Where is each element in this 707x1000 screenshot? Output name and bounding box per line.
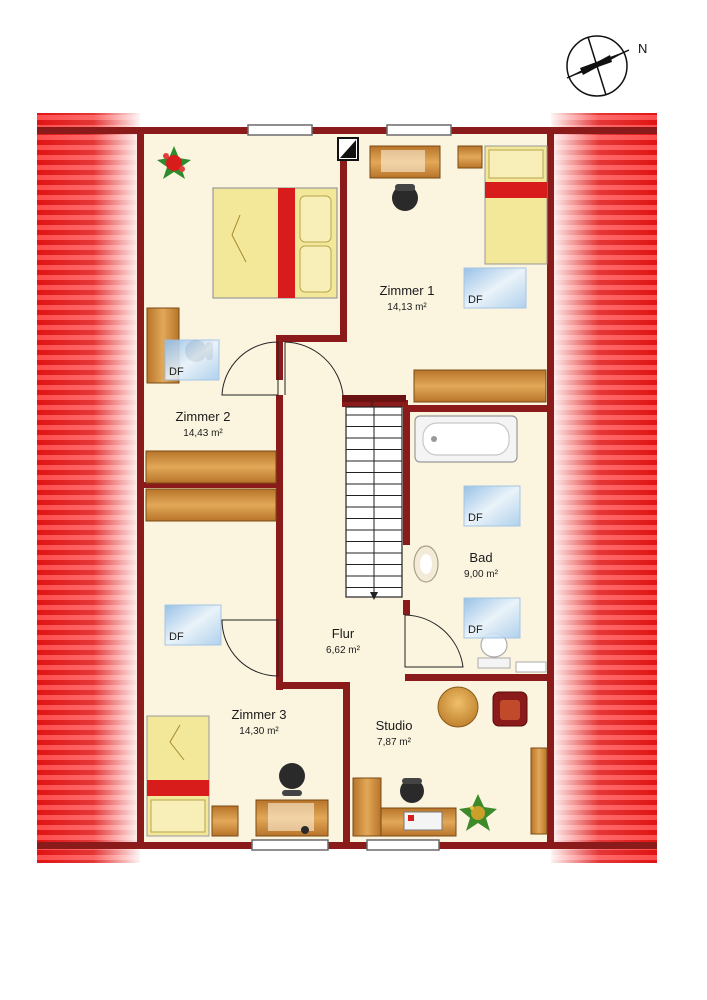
skylight-label: DF: [468, 624, 483, 636]
roof-right: [551, 113, 657, 863]
room-zimmer3: Zimmer 3 14,30 m²: [232, 707, 287, 737]
north-label: N: [638, 41, 647, 56]
skylight-label: DF: [169, 366, 184, 378]
staircase: [342, 395, 406, 600]
room-name: Zimmer 2: [176, 409, 231, 424]
plant-icon: [459, 794, 497, 831]
interior-walls: [140, 160, 551, 844]
skylight-label: DF: [468, 294, 483, 306]
roof-left: [37, 113, 140, 863]
zimmer3-furniture: [146, 715, 329, 837]
zimmer1-furniture: [369, 145, 548, 403]
room-area: 14,30 m²: [239, 726, 279, 737]
skylights: DF DF DF DF DF: [164, 267, 527, 646]
room-name: Zimmer 3: [232, 707, 287, 722]
windows: [247, 124, 452, 851]
compass-rose-icon: [566, 35, 630, 97]
skylight: DF: [164, 604, 222, 646]
room-zimmer1: Zimmer 1 14,13 m²: [380, 283, 435, 313]
room-name: Flur: [332, 626, 355, 641]
compass: N: [566, 35, 647, 97]
room-area: 6,62 m²: [326, 645, 361, 656]
studio-furniture: [352, 686, 548, 837]
room-bad: Bad 9,00 m²: [464, 550, 499, 580]
door-swings: [221, 341, 464, 677]
zimmer2-furniture: [145, 187, 338, 522]
room-area: 14,43 m²: [183, 428, 223, 439]
room-studio: Studio 7,87 m²: [376, 718, 413, 748]
room-name: Bad: [469, 550, 492, 565]
room-area: 7,87 m²: [377, 737, 412, 748]
room-name: Zimmer 1: [380, 283, 435, 298]
room-labels: Zimmer 1 14,13 m² Zimmer 2 14,43 m² Zimmer 3…: [176, 283, 499, 748]
skylight: DF: [463, 597, 521, 639]
skylight-label: DF: [468, 512, 483, 524]
room-area: 9,00 m²: [464, 569, 499, 580]
room-zimmer2: Zimmer 2 14,43 m²: [176, 409, 231, 439]
plant-icon: [157, 146, 191, 179]
skylight: DF: [164, 339, 220, 381]
bad-furniture: [413, 415, 547, 673]
chimney: [337, 137, 359, 161]
room-area: 14,13 m²: [387, 302, 427, 313]
skylight: DF: [463, 485, 521, 527]
skylight: DF: [463, 267, 527, 309]
room-name: Studio: [376, 718, 413, 733]
room-flur: Flur 6,62 m²: [326, 626, 361, 656]
skylight-label: DF: [169, 631, 184, 643]
